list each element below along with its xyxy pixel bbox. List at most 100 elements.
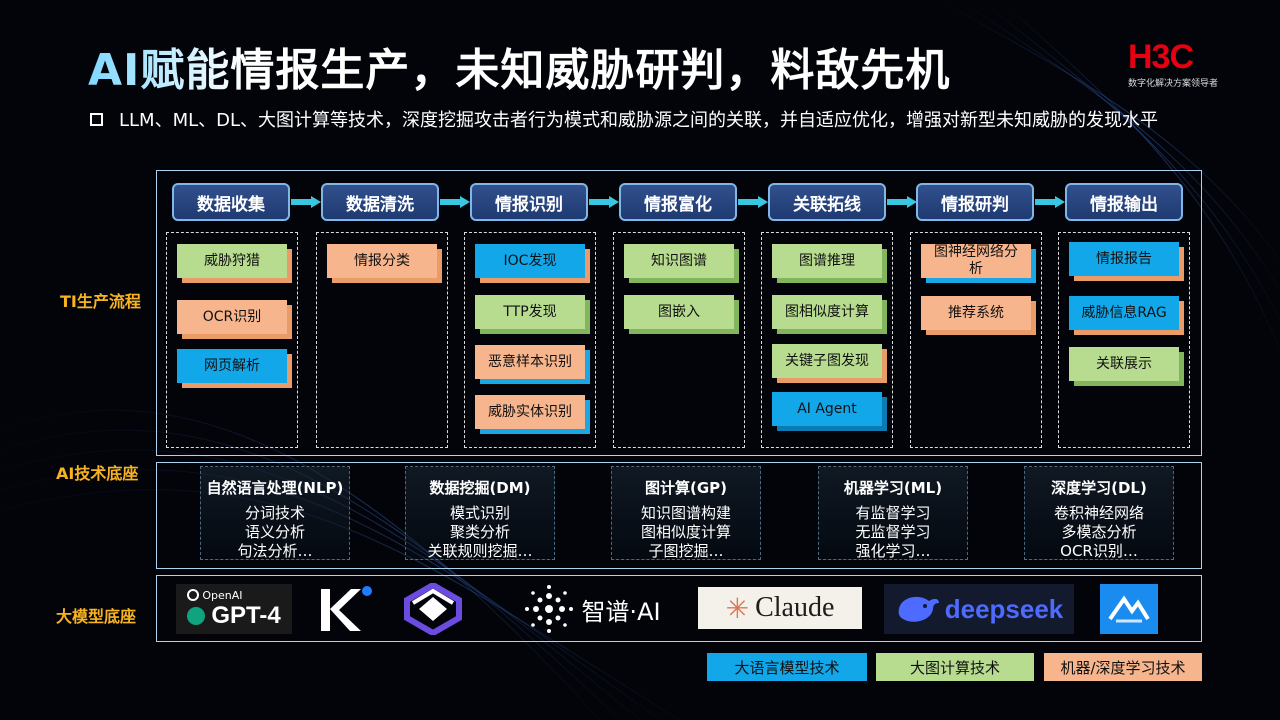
process-item: 图谱推理 (772, 244, 882, 278)
openai-green-icon (187, 606, 206, 625)
process-item: 威胁狩猎 (177, 244, 287, 278)
tech-card: 自然语言处理(NLP) 分词技术语义分析句法分析… (200, 466, 350, 560)
tech-title: 数据挖掘(DM) (429, 479, 531, 497)
openai-icon (187, 589, 200, 601)
tech-item: 强化学习… (855, 542, 931, 560)
deepseek-text: deepseek (944, 593, 1064, 624)
process-item-label: 威胁实体识别 (488, 403, 572, 420)
process-item: 关联展示 (1069, 347, 1179, 381)
deepseek-whale-icon (898, 596, 939, 622)
legend-item: 机器/深度学习技术 (1044, 653, 1202, 681)
tech-card: 数据挖掘(DM)模式识别聚类分析关联规则挖掘… (405, 466, 555, 560)
process-item: OCR识别 (177, 300, 287, 334)
qwen-icon (404, 583, 462, 635)
stage-6: 情报研判 (916, 183, 1034, 221)
process-item: 情报报告 (1069, 242, 1179, 276)
process-item-label: 图嵌入 (658, 303, 700, 320)
wenxin-logo (1100, 584, 1158, 634)
zhipu-text: 智谱·AI (581, 597, 661, 626)
process-item: 情报分类 (327, 244, 437, 278)
tech-item: 关联规则挖掘… (427, 542, 533, 560)
tech-item: 语义分析 (244, 523, 305, 541)
process-item: 图嵌入 (624, 295, 734, 329)
logo-subtitle: 数字化解决方案领导者 (1128, 79, 1219, 89)
legend-item: 大语言模型技术 (707, 653, 867, 681)
logo-mark: H3C (1128, 38, 1194, 76)
stage-1: 数据收集 (172, 183, 290, 221)
square-bullet-icon (90, 112, 103, 126)
stage-column-1 (166, 232, 298, 448)
process-item: 恶意样本识别 (475, 345, 585, 379)
summary-text: LLM、ML、DL、大图计算等技术，深度挖掘攻击者行为模式和威胁源之间的关联，并… (119, 110, 1159, 131)
process-item-label: 威胁信息RAG (1081, 304, 1167, 321)
flow-arrow-icon (440, 196, 470, 208)
process-item-label: 图神经网络分析 (934, 244, 1018, 277)
tech-item: 图相似度计算 (640, 523, 731, 541)
ti-process-frame (156, 170, 1202, 456)
process-item-label: 情报分类 (354, 252, 410, 269)
process-item-label: 情报报告 (1096, 250, 1152, 267)
model-frame (156, 575, 1202, 642)
stage-column-2 (316, 232, 448, 448)
stage-column-7 (1058, 232, 1190, 448)
stage-3: 情报识别 (470, 183, 588, 221)
process-item: 推荐系统 (921, 296, 1031, 330)
ai-tech-frame (156, 462, 1202, 569)
stage-7: 情报输出 (1065, 183, 1183, 221)
tech-item: 卷积神经网络 (1053, 504, 1144, 522)
tech-item: 知识图谱构建 (640, 504, 731, 522)
stage-column-3 (464, 232, 596, 448)
tech-item: 无监督学习 (855, 523, 931, 541)
process-item: 威胁实体识别 (475, 395, 585, 429)
stage-2: 数据清洗 (321, 183, 439, 221)
flow-arrow-icon (887, 196, 917, 208)
process-item-label: AI Agent (797, 400, 857, 417)
process-item-label: 推荐系统 (948, 304, 1004, 321)
process-item: 威胁信息RAG (1069, 296, 1179, 330)
stage-column-4 (613, 232, 745, 448)
tech-item: 子图挖掘… (648, 542, 724, 560)
gpt4-text: GPT-4 (211, 601, 281, 629)
process-item-label: 知识图谱 (651, 252, 707, 269)
flow-arrow-icon (589, 196, 619, 208)
tech-card: 图计算(GP) 知识图谱构建图相似度计算子图挖掘… (611, 466, 761, 560)
flow-arrow-icon (738, 196, 768, 208)
process-item: TTP发现 (475, 295, 585, 329)
deepseek-logo: deepseek (884, 584, 1074, 634)
process-item: 关键子图发现 (772, 344, 882, 378)
process-item: IOC发现 (475, 244, 585, 278)
process-item-label: 网页解析 (204, 357, 260, 374)
process-item-label: OCR识别 (202, 308, 262, 325)
tech-title: 深度学习(DL) (1051, 479, 1147, 497)
claude-logo: ✳ Claude (698, 587, 862, 629)
process-item-label: 图相似度计算 (785, 303, 869, 320)
process-item-label: 图谱推理 (799, 252, 855, 269)
tech-item: 有监督学习 (855, 504, 931, 522)
process-item-label: IOC发现 (503, 252, 557, 269)
model-base-label: 大模型底座 (56, 607, 137, 626)
ti-process-label: TI生产流程 (60, 292, 141, 311)
flow-arrow-icon (291, 196, 321, 208)
wenxin-icon (1108, 595, 1150, 623)
process-item: 图神经网络分析 (921, 244, 1031, 278)
summary-bullet: LLM、ML、DL、大图计算等技术，深度挖掘攻击者行为模式和威胁源之间的关联，并… (90, 106, 1158, 132)
stage-4: 情报富化 (619, 183, 737, 221)
stage-column-6 (910, 232, 1042, 448)
tech-title: 图计算(GP) (644, 479, 728, 497)
tech-card: 机器学习(ML)有监督学习无监督学习强化学习… (818, 466, 968, 560)
tech-title: 自然语言处理(NLP) (206, 479, 344, 497)
page-title: AI赋能情报生产，未知威胁研判，料敌先机 (88, 34, 950, 98)
process-item: 网页解析 (177, 349, 287, 383)
tech-item: 模式识别 (449, 504, 510, 522)
tech-item: 句法分析… (237, 542, 313, 560)
zhipu-icon (525, 585, 574, 633)
h3c-logo: H3C 数字化解决方案领导者 (1128, 40, 1228, 89)
process-item-label: 关键子图发现 (785, 352, 869, 369)
process-item: 知识图谱 (624, 244, 734, 278)
tech-item: 分词技术 (244, 504, 305, 522)
gpt4-logo: OpenAI GPT-4 (176, 584, 292, 634)
process-item: AI Agent (772, 392, 882, 426)
kimi-logo (316, 584, 374, 634)
tech-item: 多模态分析 (1061, 523, 1137, 541)
